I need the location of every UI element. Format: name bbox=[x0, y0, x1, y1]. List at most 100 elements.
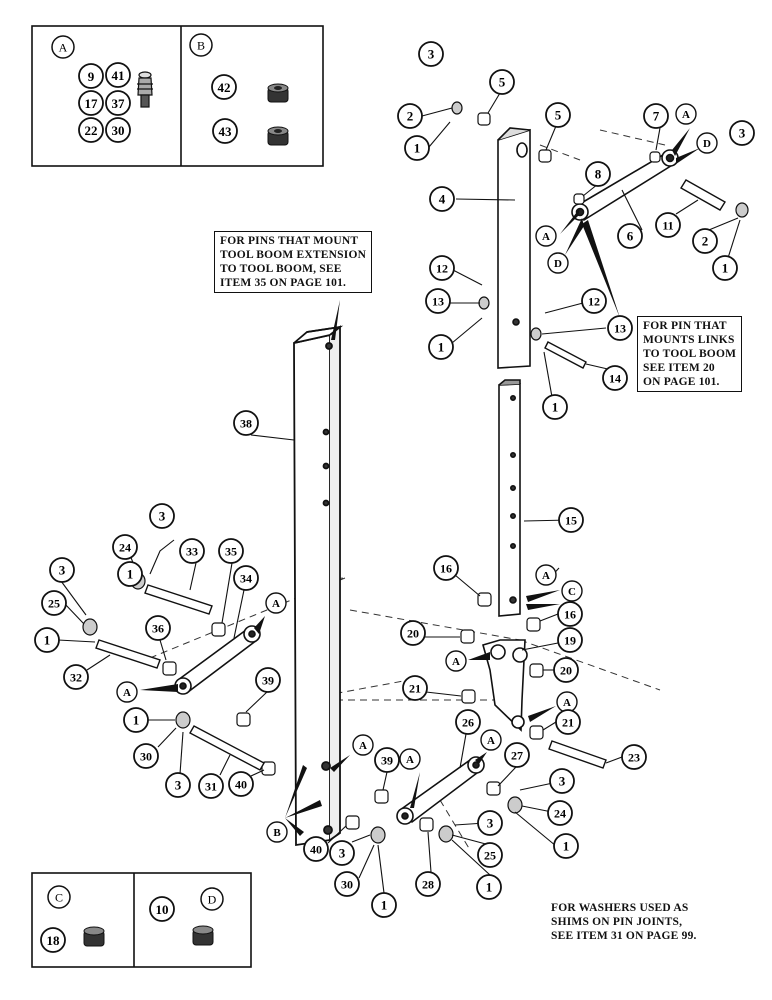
legend-box-cd: C D 18 10 bbox=[31, 872, 252, 968]
callout-label: 26 bbox=[462, 716, 474, 730]
callout-label: 21 bbox=[409, 682, 421, 696]
callout-number: 39 bbox=[255, 667, 281, 693]
callout-circle bbox=[643, 103, 669, 129]
callout-circle bbox=[49, 557, 75, 583]
legend-a-items: 9 41 17 37 22 30 bbox=[78, 62, 131, 143]
callout-circle bbox=[371, 892, 397, 918]
legend-letter-d: D bbox=[200, 887, 224, 911]
callout-number: 1 bbox=[476, 874, 502, 900]
callout-label: 1 bbox=[722, 261, 729, 276]
callout-circle bbox=[555, 709, 581, 735]
callout-label: B bbox=[273, 827, 281, 839]
callout-label: 30 bbox=[140, 750, 152, 764]
link-item-26 bbox=[396, 756, 485, 825]
callout-label: C bbox=[568, 586, 576, 598]
callout-label: 14 bbox=[609, 372, 621, 386]
callout-circle bbox=[233, 565, 259, 591]
callout-number: 12 bbox=[429, 255, 455, 281]
callout-label: 5 bbox=[555, 108, 562, 123]
tool-boom-extension-lower bbox=[498, 379, 521, 617]
legend-box-ab: A B 9 41 17 37 22 30 42 bbox=[31, 25, 324, 167]
callout-letter: C bbox=[561, 580, 583, 602]
callout-label: 3 bbox=[159, 509, 166, 524]
callout-circle bbox=[255, 667, 281, 693]
callout-label: 21 bbox=[562, 716, 574, 730]
callout-label: 12 bbox=[588, 295, 600, 309]
callout-label: 31 bbox=[205, 780, 217, 794]
callout-label: 12 bbox=[436, 262, 448, 276]
bushings bbox=[162, 112, 661, 832]
callout-number: 1 bbox=[712, 255, 738, 281]
callout-number: 16 bbox=[557, 601, 583, 627]
svg-text:43: 43 bbox=[219, 124, 233, 139]
callout-number: 13 bbox=[425, 288, 451, 314]
callout-number: 19 bbox=[557, 627, 583, 653]
callout-number: 34 bbox=[233, 565, 259, 591]
callout-number: 20 bbox=[553, 657, 579, 683]
note-links-pin: FOR PIN THAT MOUNTS LINKS TO TOOL BOOM S… bbox=[637, 316, 743, 392]
callout-number: 28 bbox=[415, 871, 441, 897]
callout-number: 1 bbox=[404, 135, 430, 161]
washers bbox=[82, 101, 749, 844]
callout-letter: D bbox=[696, 132, 718, 154]
callout-circle bbox=[400, 620, 426, 646]
callout-number: 16 bbox=[433, 555, 459, 581]
callout-circle bbox=[179, 538, 205, 564]
callout-number: 3 bbox=[418, 41, 444, 67]
callout-circle bbox=[547, 800, 573, 826]
callout-circle bbox=[655, 212, 681, 238]
callout-circle bbox=[428, 334, 454, 360]
callout-letter: A bbox=[265, 592, 287, 614]
callout-label: A bbox=[359, 740, 367, 752]
callout-circle bbox=[329, 840, 355, 866]
callout-circle bbox=[549, 768, 575, 794]
callout-circle bbox=[607, 315, 633, 341]
callout-label: 13 bbox=[614, 322, 626, 336]
callout-label: 20 bbox=[560, 664, 572, 678]
bracket-item-19 bbox=[482, 639, 528, 732]
callout-circle bbox=[198, 773, 224, 799]
legend-b-items: 42 43 bbox=[211, 74, 238, 144]
svg-text:18: 18 bbox=[47, 933, 61, 948]
callout-number: 7 bbox=[643, 103, 669, 129]
callout-circle bbox=[265, 592, 287, 614]
callout-number: 23 bbox=[621, 744, 647, 770]
callout-circle bbox=[218, 538, 244, 564]
callout-letter: D bbox=[547, 252, 569, 274]
callout-number: 11 bbox=[655, 212, 681, 238]
callout-circle bbox=[402, 675, 428, 701]
callout-number: 12 bbox=[581, 288, 607, 314]
callout-circle bbox=[433, 555, 459, 581]
pin-item-14 bbox=[544, 341, 587, 369]
callout-label: 1 bbox=[552, 400, 559, 415]
callout-circle bbox=[557, 601, 583, 627]
callout-label: 11 bbox=[662, 219, 673, 233]
callout-circle bbox=[712, 255, 738, 281]
callout-circle bbox=[116, 681, 138, 703]
callout-label: 34 bbox=[240, 572, 252, 586]
callout-label: 23 bbox=[628, 751, 640, 765]
callout-label: A bbox=[123, 687, 131, 699]
callout-label: 5 bbox=[499, 75, 506, 90]
callout-number: 5 bbox=[489, 69, 515, 95]
callout-number: 6 bbox=[617, 223, 643, 249]
callout-circle bbox=[547, 252, 569, 274]
callout-number: 38 bbox=[233, 410, 259, 436]
leader-wedges bbox=[140, 128, 700, 836]
callout-label: 1 bbox=[127, 567, 134, 582]
callout-number: 3 bbox=[49, 557, 75, 583]
note-washers: FOR WASHERS USED AS SHIMS ON PIN JOINTS,… bbox=[551, 902, 697, 942]
callout-letter: A bbox=[399, 748, 421, 770]
callout-number: 15 bbox=[558, 507, 584, 533]
svg-text:9: 9 bbox=[88, 69, 95, 84]
callout-label: 3 bbox=[559, 774, 566, 789]
callout-number: 5 bbox=[545, 102, 571, 128]
callout-circle bbox=[145, 615, 171, 641]
callout-number: 1 bbox=[553, 833, 579, 859]
callout-circle bbox=[404, 135, 430, 161]
pin-item-11 bbox=[680, 179, 726, 211]
callout-number: 24 bbox=[547, 800, 573, 826]
callout-label: 40 bbox=[235, 778, 247, 792]
callout-number: 1 bbox=[542, 394, 568, 420]
callout-label: 3 bbox=[428, 47, 435, 62]
